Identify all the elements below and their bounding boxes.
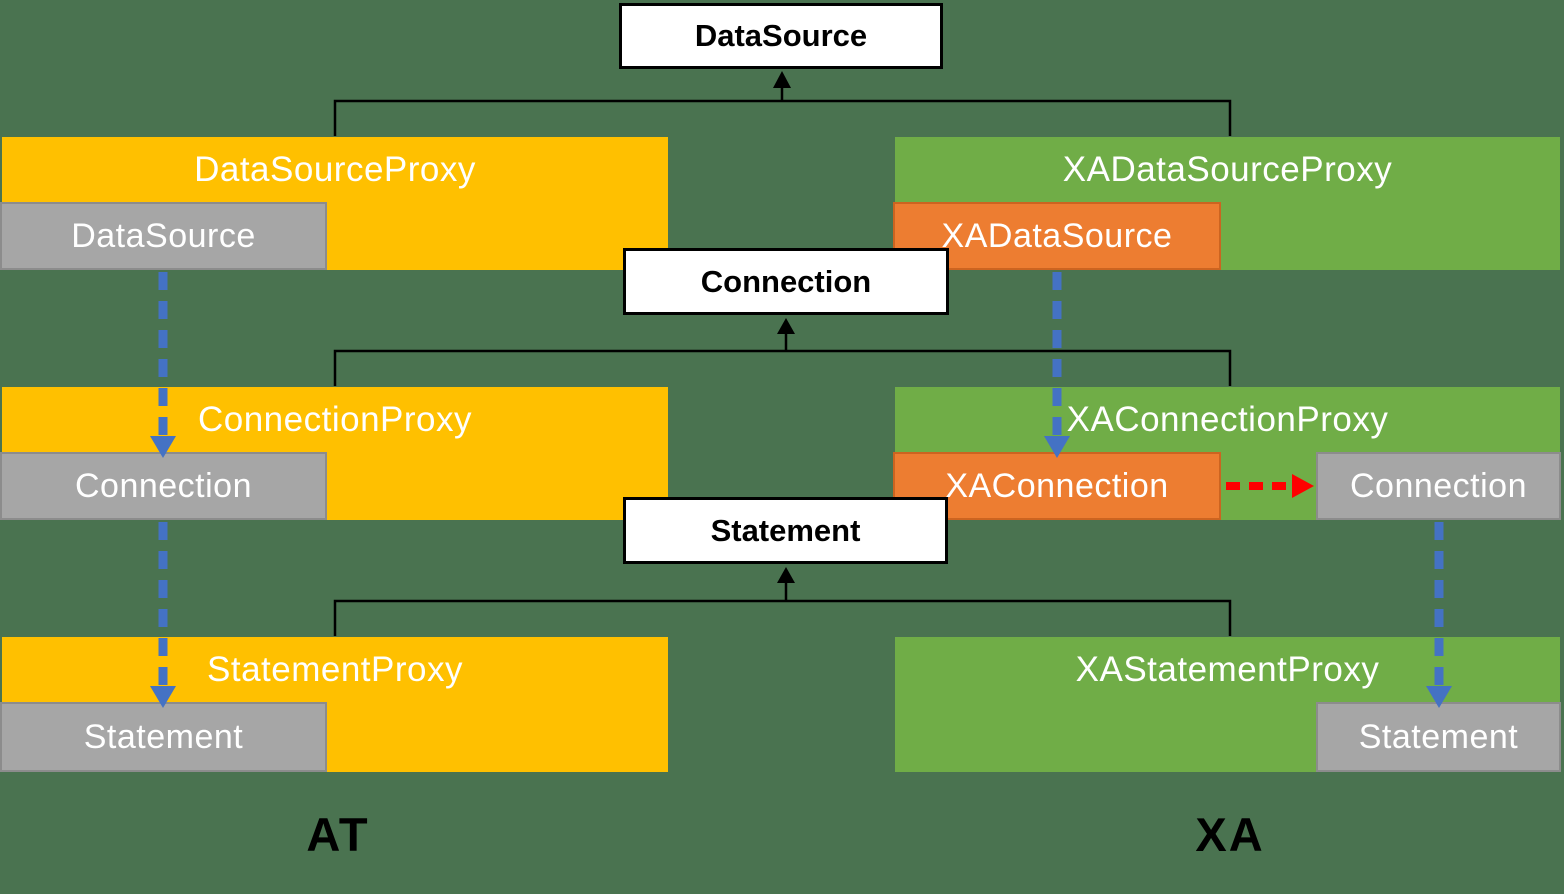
datasource-inheritance-connector [333,71,1232,136]
at-wrapped-datasource-box: DataSource [0,202,327,270]
at-connection-proxy-label: ConnectionProxy [197,399,473,439]
at-statement-proxy-label: StatementProxy [207,649,463,689]
up-arrowhead-icon [777,567,795,583]
connection-interface-box: Connection [623,248,949,315]
at-wrapped-statement-box: Statement [0,702,327,772]
xa-target-statement-box: Statement [1316,702,1561,772]
xa-target-connection-box: Connection [1316,452,1561,520]
xa-caption: XA [1195,808,1265,861]
datasource-interface-box: DataSource [619,3,943,69]
xa-statement-proxy-label: XAStatementProxy [1075,649,1380,689]
up-arrowhead-icon [773,71,791,88]
up-arrowhead-icon [777,318,795,334]
at-datasource-proxy-label: DataSourceProxy [194,149,476,189]
statement-interface-box: Statement [623,497,948,564]
statement-inheritance-connector [333,567,1232,636]
xa-connection-proxy-label: XAConnectionProxy [1066,399,1389,439]
connection-inheritance-connector [333,318,1232,386]
at-caption: AT [306,808,370,861]
xa-datasource-proxy-label: XADataSourceProxy [1062,149,1393,189]
at-wrapped-connection-box: Connection [0,452,327,520]
